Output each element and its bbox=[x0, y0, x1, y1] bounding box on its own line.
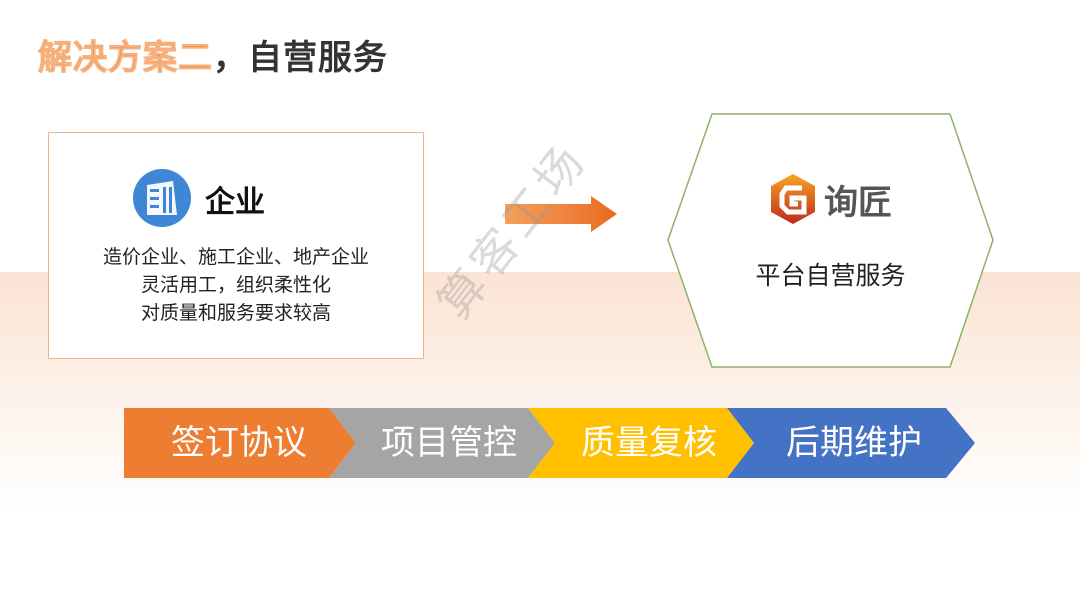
step-shape-2 bbox=[329, 408, 555, 478]
enterprise-title: 企业 bbox=[205, 185, 265, 220]
description-line: 对质量和服务要求较高 bbox=[140, 302, 331, 324]
step-shape-4 bbox=[727, 408, 975, 478]
step-shape-1 bbox=[124, 408, 356, 478]
step-shape-3 bbox=[528, 408, 754, 478]
step-label: 项目管控 bbox=[381, 423, 517, 463]
building-icon bbox=[133, 169, 191, 227]
title-highlight: 解决方案二 bbox=[38, 38, 213, 79]
logo-mark-icon bbox=[771, 174, 815, 224]
enterprise-description: 造价企业、施工企业、地产企业 灵活用工，组织柔性化 对质量和服务要求较高 bbox=[49, 243, 423, 327]
platform-subtitle: 平台自营服务 bbox=[755, 261, 906, 290]
xunjiang-logo: 询匠 bbox=[768, 172, 892, 226]
right-arrow-icon bbox=[505, 196, 617, 232]
enterprise-card: 企业 造价企业、施工企业、地产企业 灵活用工，组织柔性化 对质量和服务要求较高 bbox=[48, 132, 424, 359]
platform-hexagon bbox=[667, 113, 994, 368]
description-line: 造价企业、施工企业、地产企业 bbox=[102, 246, 369, 268]
step-label: 质量复核 bbox=[581, 423, 717, 463]
process-labels: 签订协议 项目管控 质量复核 后期维护 bbox=[124, 408, 984, 478]
logo-text: 询匠 bbox=[824, 182, 892, 223]
description-line: 灵活用工，组织柔性化 bbox=[140, 274, 331, 296]
step-label: 签订协议 bbox=[171, 423, 307, 463]
title-rest: ，自营服务 bbox=[213, 38, 388, 78]
process-chevrons bbox=[124, 408, 975, 478]
step-label: 后期维护 bbox=[786, 423, 922, 463]
page-title: 解决方案二，自营服务 bbox=[38, 30, 388, 79]
